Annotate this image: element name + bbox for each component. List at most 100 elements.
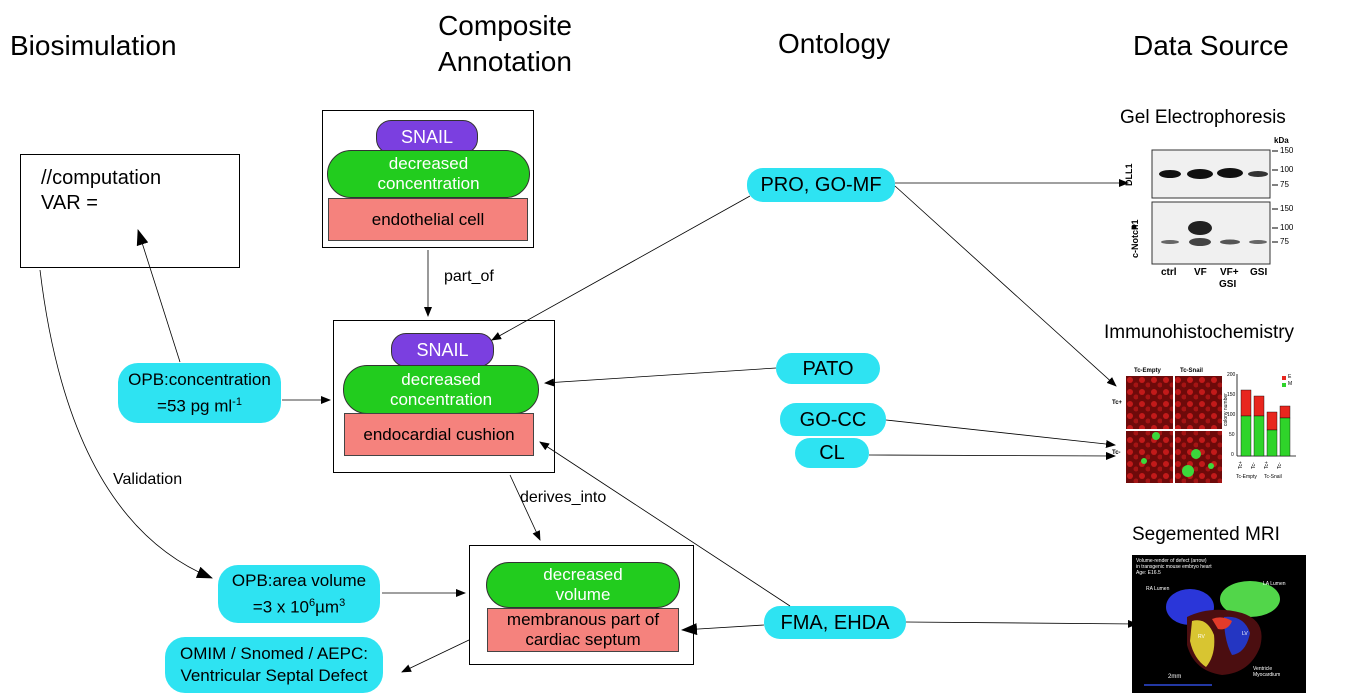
ihc-bar-chart [1236, 374, 1296, 457]
opb-volume-line2: =3 x 106µm3 [253, 592, 345, 619]
mri-render [1144, 581, 1280, 686]
quality-decreased-concentration-top: decreased concentration [327, 150, 530, 198]
omim-line2: Ventricular Septal Defect [180, 666, 368, 685]
code-line-1: //computation [41, 167, 162, 189]
quality-bottom-line1: decreased [543, 565, 623, 584]
arrow-fma-to-annotation [539, 441, 791, 607]
gel-row1-tick-2: 100 [1280, 165, 1294, 174]
ontology-pato: PATO [776, 353, 880, 384]
ontology-fma-ehda: FMA, EHDA [764, 606, 906, 639]
ihc-ytick-0: 0 [1231, 452, 1234, 458]
arrow-annotation-to-omim [401, 639, 470, 673]
mri-caption-3: Age: E16.5 [1136, 570, 1161, 576]
mri-ventricle-1: Ventricle [1253, 666, 1273, 672]
mri-figure: Volume-render of defect (arrow) in trans… [1132, 555, 1306, 693]
ihc-legend-e: E [1288, 374, 1292, 380]
opb-concentration-exp: -1 [232, 395, 242, 408]
annotation-box-top: SNAIL decreased concentration endothelia… [322, 110, 534, 248]
relation-validation: Validation [113, 471, 183, 488]
arrow-derives-into [509, 474, 541, 541]
location-endothelial-cell: endothelial cell [328, 198, 528, 241]
gel-row2-tick-2: 100 [1280, 223, 1294, 232]
gel-lane-4: GSI [1250, 267, 1268, 278]
opb-concentration-line1: OPB:concentration [128, 369, 271, 389]
ihc-row2: Tc- [1112, 450, 1121, 456]
quality-top-line1: decreased [388, 154, 469, 173]
ihc-figure: Tc-Empty Tc-Snail Tc+ Tc- colony number … [1112, 368, 1332, 486]
opb-volume-unit: µm [315, 597, 340, 617]
ihc-ytick-50: 50 [1229, 432, 1235, 438]
opb-volume-exp2: 3 [339, 596, 346, 609]
arrow-fma-to-membranous [681, 623, 765, 636]
gel-lane-3: VF+ [1220, 267, 1239, 278]
entity-snail-middle: SNAIL [391, 333, 494, 367]
mri-ra-label: RA Lumen [1146, 586, 1170, 592]
ihc-group-2: Tc-Snail [1264, 474, 1282, 480]
mri-title: Segemented MRI [1132, 524, 1280, 545]
ihc-legend-m: M [1288, 381, 1293, 387]
quality-decreased-concentration-middle: decreased concentration [343, 365, 539, 414]
gel-lane-1: ctrl [1161, 267, 1177, 278]
gel-unit: kDa [1274, 136, 1289, 145]
ihc-ytick-100: 100 [1227, 412, 1236, 418]
gel-row2-tick-1: 150 [1280, 204, 1294, 213]
arrow-fma-to-mri [905, 619, 1138, 628]
mri-lv-label: LV [1242, 631, 1248, 637]
arrow-pato-to-annotation [544, 367, 777, 387]
ihc-row1: Tc+ [1112, 400, 1123, 406]
quality-bottom-line2: volume [555, 585, 611, 604]
arrow-pro-to-ihc [894, 185, 1117, 387]
quality-top-line2: concentration [377, 174, 480, 193]
gel-lane-2: VF [1194, 267, 1207, 278]
omim-snomed-aepc: OMIM / Snomed / AEPC: Ventricular Septal… [165, 637, 383, 693]
location-endocardial-cushion: endocardial cushion [344, 413, 534, 456]
gel-lane-3-sub: GSI [1219, 279, 1237, 290]
mri-caption-1: Volume-render of defect (arrow) [1136, 558, 1207, 564]
header-biosimulation: Biosimulation [10, 30, 177, 61]
ontology-go-cc: GO-CC [780, 403, 886, 436]
gel-figure: kDa 150 100 75 150 100 75 DLL1 c-Notch1 … [1120, 134, 1300, 294]
ihc-ytick-150: 150 [1227, 392, 1236, 398]
arrow-cl-to-ihc [868, 451, 1116, 460]
gel-row1-tick-3: 75 [1280, 180, 1289, 189]
location-bottom-line1: membranous part of [506, 610, 660, 629]
ihc-title: Immunohistochemistry [1104, 322, 1295, 343]
arrow-gocc-to-ihc [885, 419, 1116, 448]
quality-middle-line1: decreased [401, 369, 481, 389]
mri-caption-2: in transgenic mouse embryo heart [1136, 564, 1212, 570]
annotation-box-middle: SNAIL decreased concentration endocardia… [333, 320, 555, 473]
location-membranous-septum: membranous part of cardiac septum [487, 608, 679, 652]
quality-decreased-volume: decreased volume [486, 562, 680, 608]
header-ontology: Ontology [778, 28, 891, 59]
quality-middle-line2: concentration [389, 389, 493, 409]
header-composite-line1: Composite [438, 10, 572, 41]
mri-scale-label: 2mm [1168, 674, 1182, 680]
opb-volume-value: =3 x 10 [252, 597, 310, 617]
code-line-2: VAR = [41, 192, 98, 214]
gel-title: Gel Electrophoresis [1120, 107, 1286, 128]
gel-row1-tick-1: 150 [1280, 146, 1294, 155]
opb-volume-exp1: 6 [309, 596, 316, 609]
opb-concentration-value: =53 pg ml [157, 396, 233, 416]
ihc-group-1: Tc-Empty [1236, 474, 1257, 480]
ihc-col2: Tc-Snail [1180, 368, 1203, 374]
relation-derives-into: derives_into [520, 489, 607, 506]
code-box: //computation VAR = [20, 154, 240, 268]
opb-volume-line1: OPB:area volume [231, 570, 367, 590]
ontology-pro-go-mf: PRO, GO-MF [747, 168, 895, 202]
header-composite-annotation: Composite Annotation [430, 8, 580, 80]
ontology-cl: CL [795, 438, 869, 468]
relation-part-of: part_of [444, 268, 494, 285]
opb-area-volume: OPB:area volume =3 x 106µm3 [218, 565, 380, 623]
arrow-opb-to-code [136, 229, 181, 363]
mri-rv-label: RV [1198, 634, 1205, 640]
arrow-pro-to-annotation [491, 195, 751, 341]
mri-la-label: LA Lumen [1263, 581, 1286, 587]
ihc-ytick-200: 200 [1227, 372, 1236, 378]
mri-ventricle-2: Myocardium [1253, 672, 1281, 678]
ihc-col1: Tc-Empty [1134, 368, 1161, 374]
opb-concentration: OPB:concentration =53 pg ml-1 [118, 363, 281, 423]
arrow-validation [39, 269, 213, 579]
header-composite-line2: Annotation [438, 46, 572, 77]
